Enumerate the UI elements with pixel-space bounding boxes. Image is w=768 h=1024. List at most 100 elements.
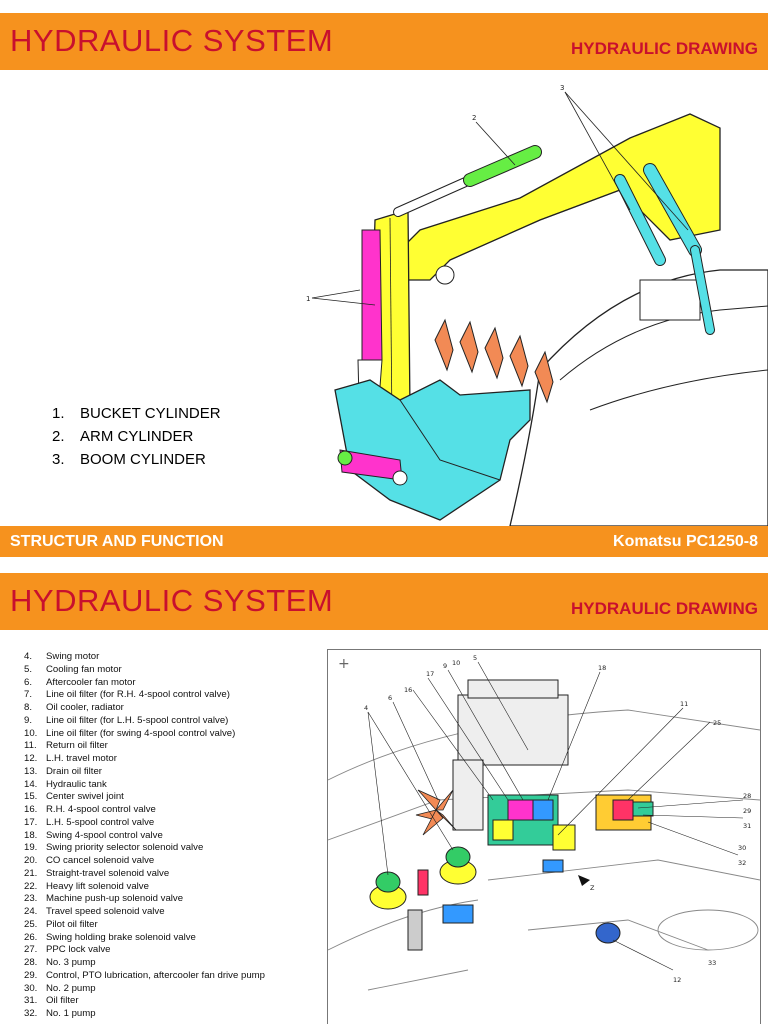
slide-subtitle: HYDRAULIC DRAWING [571,39,758,58]
drawing-callout: 25 [713,719,721,727]
callout-3: 3 [560,84,564,92]
parts-list-item: 27. PPC lock valve [24,944,265,957]
part-number: 16. [24,804,38,815]
parts-list-item: 29. Control, PTO lubrication, aftercooler… [24,970,265,983]
part-number: 22. [24,880,38,892]
part-number: 10. [24,727,38,739]
parts-list-item: 11. Return oil filter [24,740,265,753]
drawing-callout: 32 [738,859,746,867]
part-number: 12. [24,753,38,764]
part-number: 14. [24,778,38,790]
part-label: No. 2 pump [46,982,96,994]
part-label: Aftercooler fan motor [46,676,136,688]
slide-footer: STRUCTUR AND FUNCTION Komatsu PC1250-8 [0,526,768,557]
parts-list-item: 24. Travel speed solenoid valve [24,906,265,919]
drawing-callout: 12 [673,976,681,984]
parts-list-item: 12.L.H. travel motor [24,753,265,766]
part-label: Heavy lift solenoid valve [46,880,149,892]
footer-model: Komatsu PC1250-8 [613,533,758,550]
drawing-callout: 28 [743,792,751,800]
part-label: Oil filter [46,995,79,1007]
legend-item: 1.BUCKET CYLINDER [52,403,221,426]
part-number: 19. [24,842,38,854]
parts-list-item: 14. Hydraulic tank [24,779,265,792]
part-number: 13. [24,765,38,777]
drawing-callout: 4 [364,704,368,712]
legend-item: 2. ARM CYLINDER [52,426,221,449]
part-label: Line oil filter (for R.H. 4-spool contro… [46,689,230,701]
drawing-callout: 10 [452,659,460,667]
legend-item: 3.BOOM CYLINDER [52,449,221,472]
drawing-callout: 11 [680,700,688,708]
drawing-callout: 31 [743,822,751,830]
part-label: Travel speed solenoid valve [46,906,165,917]
footer-section: STRUCTUR AND FUNCTION [10,533,224,550]
drawing-callout: 16 [404,686,412,694]
part-label: Cooling fan motor [46,663,122,675]
drawing-callout: 9 [443,662,447,670]
part-label: Straight-travel solenoid valve [46,867,170,879]
part-number: 5. [24,663,33,675]
excavator-front-drawing: 3 2 1 [306,84,768,526]
callout-1: 1 [306,295,310,303]
part-number: 31. [24,995,38,1007]
part-label: CO cancel solenoid valve [46,855,155,866]
part-label: Return oil filter [46,740,108,752]
parts-list-item: 5. Cooling fan motor [24,664,265,677]
slide-title: HYDRAULIC SYSTEM [10,23,334,58]
part-number: 24. [24,906,38,917]
part-label: Line oil filter (for swing 4-spool contr… [46,727,236,739]
part-number: 28. [24,957,38,968]
legend-number: 2. [52,428,65,445]
part-number: 30. [24,982,38,994]
parts-list-item: 32.No. 1 pump [24,1008,265,1021]
slide-title: HYDRAULIC SYSTEM [10,583,334,618]
parts-list-item: 23.Machine push-up solenoid valve [24,893,265,906]
part-label: PPC lock valve [46,944,111,956]
parts-list-item: 20.CO cancel solenoid valve [24,855,265,868]
part-label: Line oil filter (for L.H. 5-spool contro… [46,714,229,726]
part-label: R.H. 4-spool control valve [46,804,156,815]
parts-list-item: 18.Swing 4-spool control valve [24,830,265,843]
svg-text:+: + [338,656,350,672]
parts-list-item: 8. Oil cooler, radiator [24,702,265,715]
drawing-callout: 17 [426,670,434,678]
part-number: 11. [24,740,37,752]
part-number: 8. [24,702,33,713]
parts-list-item: 28. No. 3 pump [24,957,265,970]
legend-label: BOOM CYLINDER [80,451,206,468]
parts-list-item: 16. R.H. 4-spool control valve [24,804,265,817]
part-label: Swing holding brake solenoid valve [46,931,196,943]
part-number: 21. [24,867,38,879]
part-label: Swing motor [46,651,100,662]
drawing-callout: 30 [738,844,746,852]
part-label: Drain oil filter [46,765,102,777]
part-number: 18. [24,829,38,841]
component-legend: 1.BUCKET CYLINDER 2. ARM CYLINDER 3.BOOM … [52,403,221,472]
part-label: Hydraulic tank [46,778,107,790]
parts-list-item: 10. Line oil filter (for swing 4-spool co… [24,728,265,741]
part-number: 25. [24,918,38,930]
callout-2: 2 [472,114,476,122]
part-number: 27. [24,944,38,956]
part-label: No. 3 pump [46,957,96,968]
hydraulic-layout-drawing: + [327,649,761,1024]
part-number: 15. [24,791,38,803]
slide-header: HYDRAULIC SYSTEM HYDRAULIC DRAWING [0,573,768,630]
part-label: Machine push-up solenoid valve [46,893,184,905]
drawing-callout: 5 [473,654,477,662]
slide-1: HYDRAULIC SYSTEM HYDRAULIC DRAWING [0,13,768,557]
slide-header: HYDRAULIC SYSTEM HYDRAULIC DRAWING [0,13,768,70]
parts-list-item: 17.L.H. 5-spool control valve [24,817,265,830]
legend-label: BUCKET CYLINDER [80,405,221,422]
parts-list-item: 31. Oil filter [24,995,265,1008]
part-label: Oil cooler, radiator [46,702,124,713]
part-label: Center swivel joint [46,791,124,803]
parts-list-item: 30. No. 2 pump [24,983,265,996]
parts-list-item: 22. Heavy lift solenoid valve [24,881,265,894]
parts-list-item: 13. Drain oil filter [24,766,265,779]
part-label: L.H. 5-spool control valve [46,816,155,828]
part-label: Control, PTO lubrication, aftercooler fa… [46,969,265,981]
legend-label: ARM CYLINDER [80,428,194,445]
part-number: 29. [24,969,38,981]
